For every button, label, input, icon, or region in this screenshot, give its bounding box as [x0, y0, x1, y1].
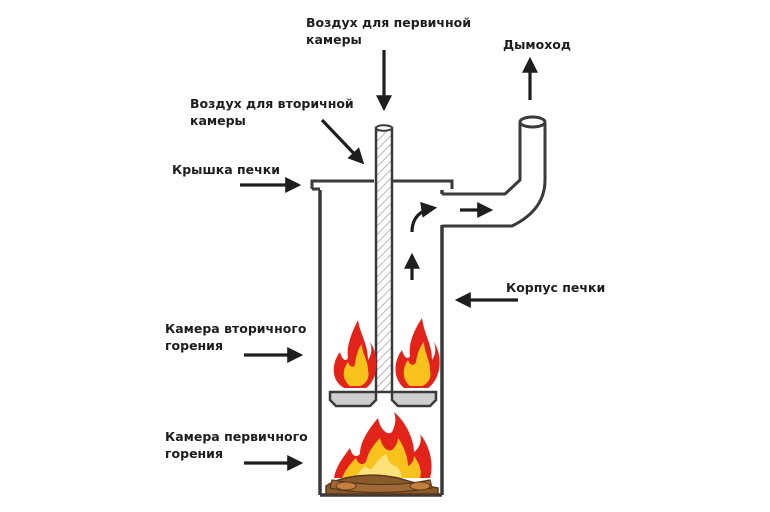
secondary-air-arrow [320, 118, 365, 165]
pipe-opening [375, 124, 393, 132]
chimney-pipe [442, 115, 547, 228]
firewood-logs [325, 474, 439, 495]
gas-flow-arrows [404, 201, 494, 280]
secondary-flame-right [395, 318, 440, 388]
label-secondary-air: Воздух для вторичной камеры [190, 96, 354, 128]
stove-lid [310, 179, 454, 191]
label-stove-lid: Крышка печки [172, 162, 280, 177]
secondary-plate [328, 390, 438, 408]
central-air-pipe [374, 124, 394, 394]
label-primary-chamber: Камера первичного горения [165, 429, 308, 461]
flow-curve-arrow [410, 201, 438, 233]
label-arrows [240, 50, 538, 471]
label-chimney: Дымоход [503, 37, 571, 52]
label-secondary-chamber: Камера вторичного горения [165, 321, 307, 353]
label-stove-body: Корпус печки [506, 280, 606, 295]
primary-fire [334, 412, 432, 478]
stove-body [318, 190, 444, 497]
chimney-opening [518, 115, 547, 129]
secondary-flame-left [333, 320, 377, 388]
label-primary-air: Воздух для первичной камеры [306, 15, 471, 47]
